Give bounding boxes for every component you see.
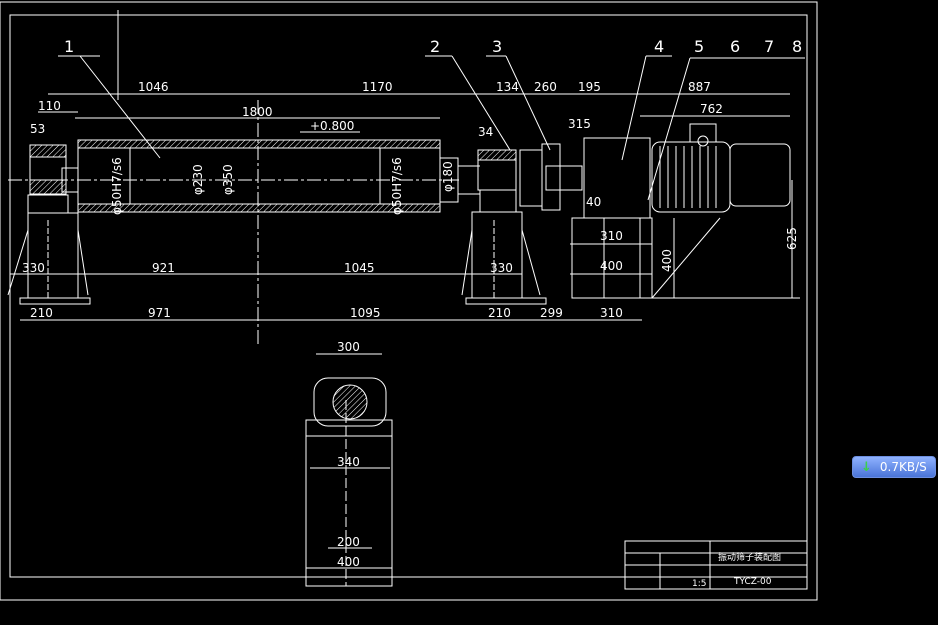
drum-assembly bbox=[61, 139, 480, 213]
dim-text: 34 bbox=[478, 125, 493, 139]
dim-text-vertical: φ50H7/s6 bbox=[390, 157, 404, 215]
title-block-title: 振动筛子装配图 bbox=[718, 551, 781, 563]
part-number-7: 7 bbox=[764, 37, 774, 56]
bearing-end-view bbox=[305, 353, 393, 587]
dim-text: 1045 bbox=[344, 261, 375, 275]
network-speed-value: 0.7KB/S bbox=[879, 460, 927, 474]
dim-text: 210 bbox=[488, 306, 511, 320]
dim-text: 1800 bbox=[242, 105, 273, 119]
part-number-6: 6 bbox=[730, 37, 740, 56]
dim-text: 921 bbox=[152, 261, 175, 275]
dim-text: 340 bbox=[337, 455, 360, 469]
dim-text: 330 bbox=[490, 261, 513, 275]
right-bearing-support bbox=[461, 149, 547, 305]
dim-text-vertical: φ180 bbox=[441, 161, 455, 192]
dim-text: 1046 bbox=[138, 80, 169, 94]
part-number-4: 4 bbox=[654, 37, 664, 56]
dim-text: 260 bbox=[534, 80, 557, 94]
dim-text: 300 bbox=[337, 340, 360, 354]
reducer bbox=[571, 137, 653, 299]
dim-text: 310 bbox=[600, 229, 623, 243]
title-block-code: TYCZ-00 bbox=[733, 577, 772, 587]
dim-text: 400 bbox=[337, 555, 360, 569]
title-block bbox=[624, 540, 808, 590]
dim-text: 1170 bbox=[362, 80, 393, 94]
dim-text-vertical: 400 bbox=[660, 249, 674, 272]
part-number-2: 2 bbox=[430, 37, 440, 56]
dim-text: 40 bbox=[586, 195, 601, 209]
dim-text-vertical: φ50H7/s6 bbox=[110, 157, 124, 215]
dim-text: 971 bbox=[148, 306, 171, 320]
dim-text: 195 bbox=[578, 80, 601, 94]
part-number-5: 5 bbox=[694, 37, 704, 56]
dim-text: 200 bbox=[337, 535, 360, 549]
dim-text: 210 bbox=[30, 306, 53, 320]
dim-text-vertical: φ350 bbox=[221, 164, 235, 195]
dim-text: 1095 bbox=[350, 306, 381, 320]
dim-text: 310 bbox=[600, 306, 623, 320]
dim-text: 315 bbox=[568, 117, 591, 131]
dim-text: 110 bbox=[38, 99, 61, 113]
dim-text: 887 bbox=[688, 80, 711, 94]
download-arrow-icon: ↓ bbox=[861, 459, 872, 475]
dim-text: 299 bbox=[540, 306, 563, 320]
network-speed-badge[interactable]: ↓ 0.7KB/S bbox=[852, 456, 936, 478]
part-number-3: 3 bbox=[492, 37, 502, 56]
left-bearing-support bbox=[7, 144, 91, 305]
inner-frame bbox=[9, 14, 808, 578]
dim-text: 134 bbox=[496, 80, 519, 94]
part-number-1: 1 bbox=[64, 37, 74, 56]
title-block-scale: 1:5 bbox=[692, 579, 706, 589]
dim-text: 330 bbox=[22, 261, 45, 275]
dim-text-vertical: 625 bbox=[785, 227, 799, 250]
dim-text: 53 bbox=[30, 122, 45, 136]
coupling bbox=[519, 143, 583, 211]
part-number-8: 8 bbox=[792, 37, 802, 56]
dim-text-vertical: φ230 bbox=[191, 164, 205, 195]
dim-text: 400 bbox=[600, 259, 623, 273]
outer-frame bbox=[0, 1, 818, 601]
dim-text: 762 bbox=[700, 102, 723, 116]
dim-text: +0.800 bbox=[310, 119, 354, 133]
motor bbox=[651, 123, 800, 299]
